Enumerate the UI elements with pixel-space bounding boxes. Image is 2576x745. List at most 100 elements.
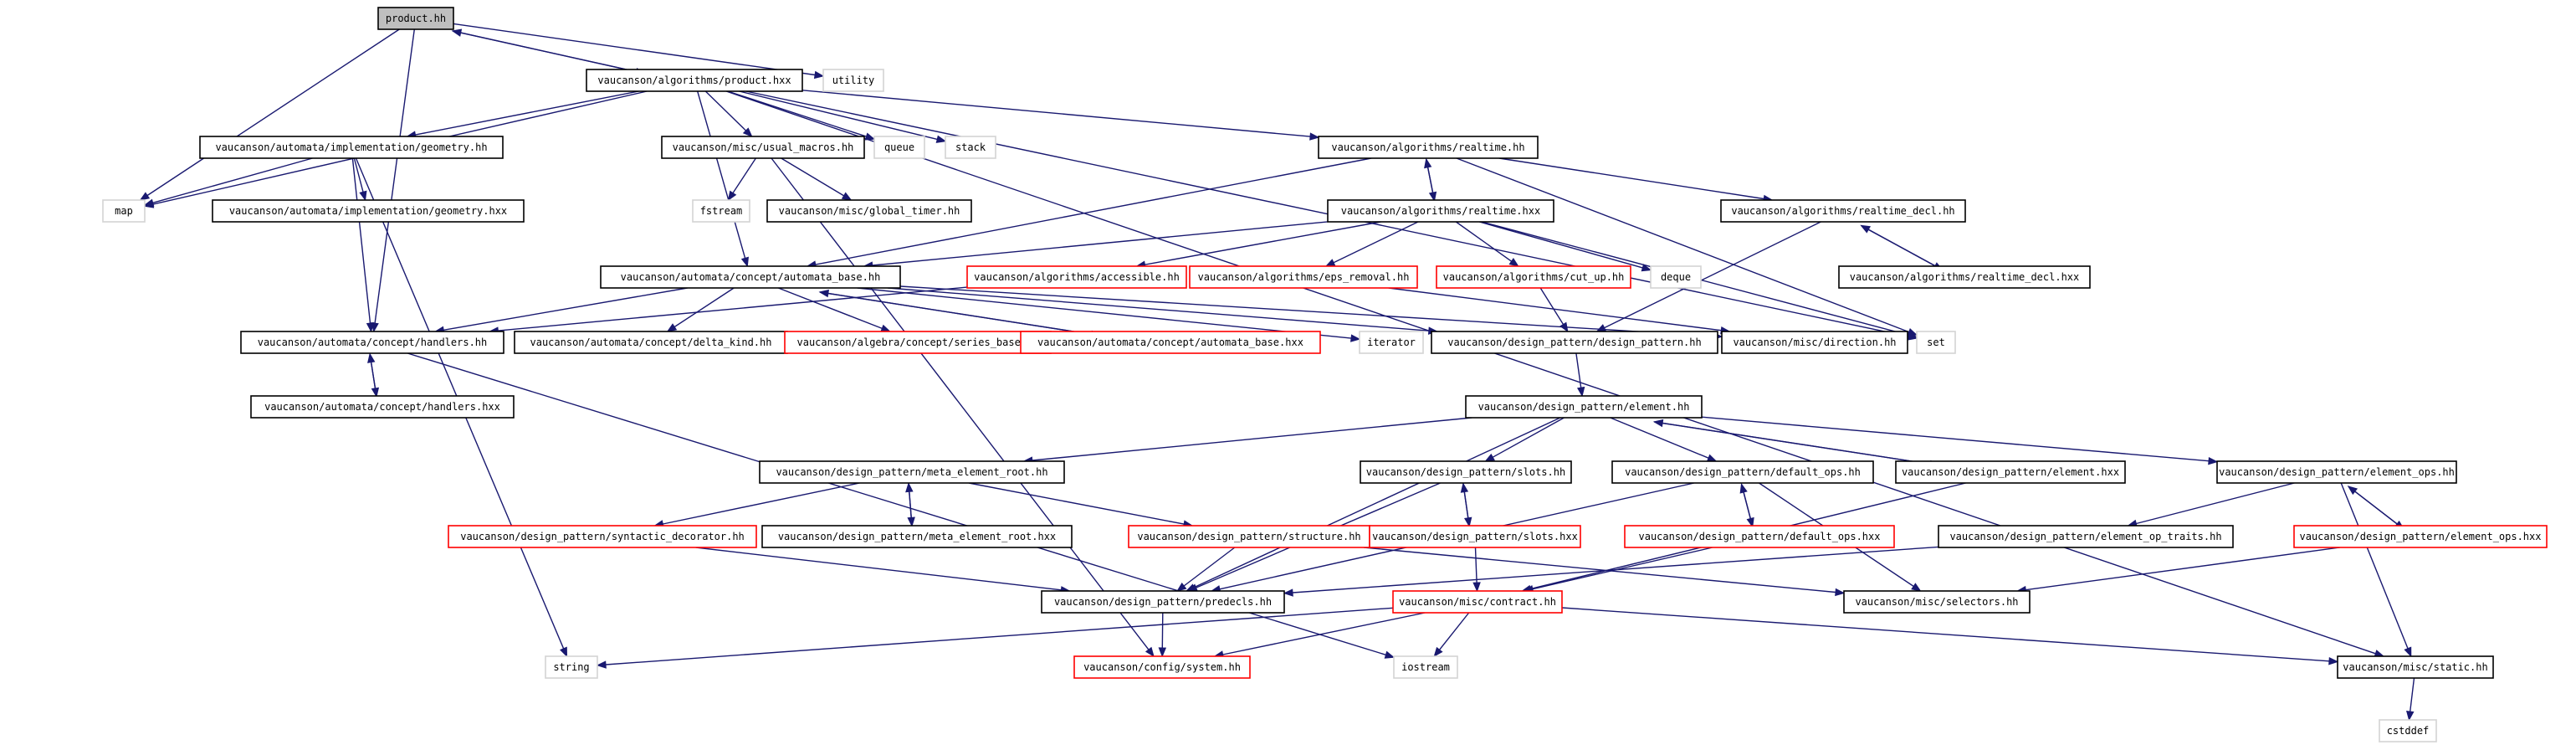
node-set: set [1916,331,1956,354]
node-box [514,331,788,354]
node-box [586,69,803,92]
node-label: vaucanson/design_pattern/element.hxx [1902,466,2119,478]
edge-line [739,90,938,141]
node-structure[interactable]: vaucanson/design_pattern/structure.hh [1128,525,1370,548]
node-contract[interactable]: vaucanson/misc/contract.hh [1392,590,1563,614]
node-realtime-decl-hh[interactable]: vaucanson/algorithms/realtime_decl.hh [1720,199,1966,223]
node-realtime-hh[interactable]: vaucanson/algorithms/realtime.hh [1318,136,1539,159]
node-box [240,331,504,354]
edge-automata_base_hh-to-iterator [857,287,1361,342]
node-handlers-hh[interactable]: vaucanson/automata/concept/handlers.hh [240,331,504,354]
node-slots-hh[interactable]: vaucanson/design_pattern/slots.hh [1360,460,1572,484]
arrowhead-icon [451,28,463,37]
arrowhead-icon [1176,582,1187,592]
arrowhead-icon [935,135,947,143]
node-eps-removal[interactable]: vaucanson/algorithms/eps_removal.hh [1189,265,1418,289]
node-static-hh[interactable]: vaucanson/misc/static.hh [2337,655,2494,679]
edge-product_hxx-to-automata_base_hh [697,90,749,268]
node-global-timer[interactable]: vaucanson/misc/global_timer.hh [766,199,972,223]
node-element-op-traits[interactable]: vaucanson/design_pattern/element_op_trai… [1938,525,2234,548]
arrowhead-icon [1652,419,1664,428]
node-label: cstddef [2387,725,2430,737]
edge-line [781,157,845,197]
edge-predecls-to-system_hh [1158,612,1167,658]
node-handlers-hxx[interactable]: vaucanson/automata/concept/handlers.hxx [250,395,515,419]
node-system-hh[interactable]: vaucanson/config/system.hh [1073,655,1251,679]
arrowhead-icon [1835,588,1846,597]
node-accessible[interactable]: vaucanson/algorithms/accessible.hh [966,265,1187,289]
node-cut-up[interactable]: vaucanson/algorithms/cut_up.hh [1436,265,1631,289]
node-string: string [545,655,598,679]
node-label: vaucanson/misc/global_timer.hh [779,205,960,217]
node-design-pattern-hh[interactable]: vaucanson/design_pattern/design_pattern.… [1431,331,1718,354]
edge-line [2136,482,2295,525]
node-slots-hxx[interactable]: vaucanson/design_pattern/slots.hxx [1369,525,1581,548]
node-box [692,199,750,223]
arrowhead-icon [1739,482,1748,494]
node-box [212,199,525,223]
edge-line [146,28,400,197]
node-box [2216,460,2457,484]
edge-contract-to-system_hh [1213,612,1426,659]
node-geometry-hxx[interactable]: vaucanson/automata/implementation/geomet… [212,199,525,223]
node-label: utility [832,74,875,86]
edge-line [909,491,913,527]
node-box [784,331,1052,354]
arrowhead-icon [1907,331,1918,339]
node-label: vaucanson/algorithms/accessible.hh [974,271,1180,283]
node-automata-base-hh[interactable]: vaucanson/automata/concept/automata_base… [600,265,901,289]
node-label: deque [1661,271,1691,283]
edge-line [353,157,364,193]
edge-line [1604,221,1821,329]
edge-line [1532,547,1713,590]
node-label: vaucanson/automata/concept/delta_kind.hh [530,337,772,348]
node-label: vaucanson/design_pattern/default_ops.hh [1625,466,1861,478]
node-meta-root-hh[interactable]: vaucanson/design_pattern/meta_element_ro… [759,460,1065,484]
node-automata-base-hxx[interactable]: vaucanson/automata/concept/automata_base… [1020,331,1321,354]
node-product-hxx[interactable]: vaucanson/algorithms/product.hxx [586,69,803,92]
edge-line [732,157,756,193]
edge-line [2410,677,2415,712]
node-syntactic[interactable]: vaucanson/design_pattern/syntactic_decor… [448,525,757,548]
node-label: iterator [1367,337,1416,348]
node-usual-macros[interactable]: vaucanson/misc/usual_macros.hh [661,136,865,159]
node-label: vaucanson/algorithms/product.hxx [597,74,791,86]
edge-automata_base_hh-to-series_base [778,287,891,332]
node-iterator: iterator [1359,331,1424,354]
edge-element_ops_hh-to-static_hh [2340,482,2412,658]
edge-line [1455,221,1513,262]
edge-product_hxx-to-geometry_hh [406,90,639,139]
node-element-hh[interactable]: vaucanson/design_pattern/element.hh [1465,395,1703,419]
node-box [545,655,598,679]
edge-line [872,221,1329,266]
node-element-ops-hh[interactable]: vaucanson/design_pattern/element_ops.hh [2216,460,2457,484]
edge-accessible-to-handlers_hh [488,286,968,335]
edge-realtime_hh-to-set [1456,157,1918,336]
arrowhead-icon [596,660,607,669]
node-element-ops-hxx[interactable]: vaucanson/design_pattern/element_ops.hxx [2293,525,2548,548]
node-element-hxx[interactable]: vaucanson/design_pattern/element.hxx [1895,460,2126,484]
edge-line [1183,547,1236,587]
node-default-ops-hxx[interactable]: vaucanson/design_pattern/default_ops.hxx [1624,525,1895,548]
node-box [966,265,1187,289]
node-predecls[interactable]: vaucanson/design_pattern/predecls.hh [1041,590,1285,614]
node-label: vaucanson/design_pattern/meta_element_ro… [778,531,1056,542]
node-meta-root-hxx[interactable]: vaucanson/design_pattern/meta_element_ro… [761,525,1073,548]
node-delta-kind[interactable]: vaucanson/automata/concept/delta_kind.hh [514,331,788,354]
node-product-hh[interactable]: product.hh [377,7,454,30]
node-realtime-hxx[interactable]: vaucanson/algorithms/realtime.hxx [1327,199,1554,223]
node-geometry-hh[interactable]: vaucanson/automata/implementation/geomet… [199,136,504,159]
edge-usual_macros-to-system_hh [771,157,1155,658]
node-direction[interactable]: vaucanson/misc/direction.hh [1721,331,1908,354]
edge-line [968,482,1185,525]
edge-product_hh-to-utility [453,23,825,80]
node-box [661,136,865,159]
node-box [873,136,925,159]
node-default-ops-hh[interactable]: vaucanson/design_pattern/default_ops.hh [1611,460,1874,484]
node-selectors[interactable]: vaucanson/misc/selectors.hh [1843,590,2031,614]
node-label: vaucanson/design_pattern/design_pattern.… [1447,337,1701,348]
edge-contract-to-string [596,607,1394,669]
node-series-base[interactable]: vaucanson/algebra/concept/series_base.hh [784,331,1052,354]
node-box [1431,331,1718,354]
node-realtime-decl-hxx[interactable]: vaucanson/algorithms/realtime_decl.hxx [1838,265,2091,289]
